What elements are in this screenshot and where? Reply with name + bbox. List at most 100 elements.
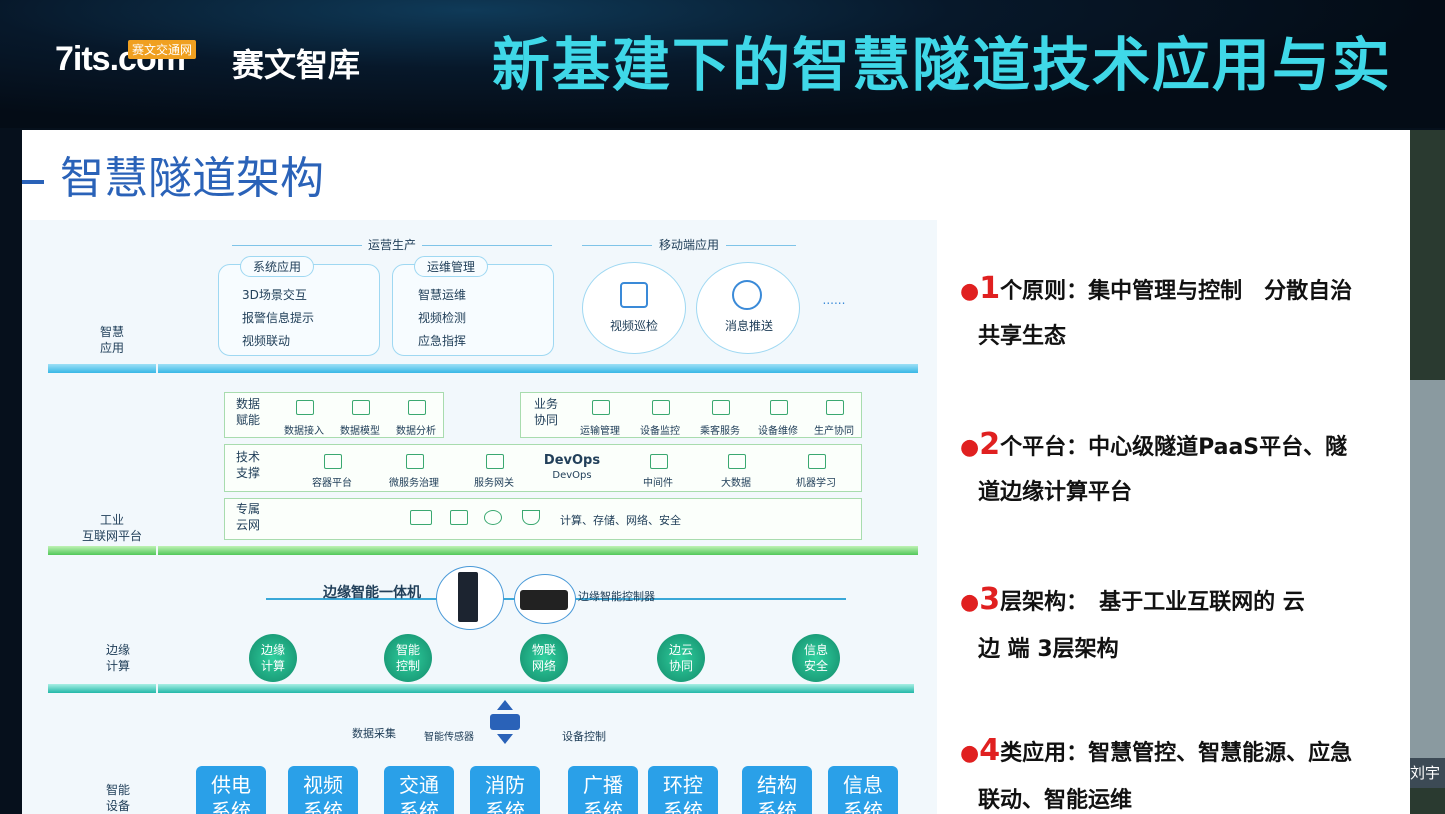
wrench-icon: [770, 400, 788, 415]
controller-icon: [520, 590, 568, 610]
biz-item: 设备维修: [758, 426, 798, 437]
biz-collab-box: [520, 392, 862, 438]
passenger-icon: [712, 400, 730, 415]
edge-capability: 边云 协同: [657, 634, 705, 682]
edge-capability: 信息 安全: [792, 634, 840, 682]
panel-ops-management: [392, 264, 554, 356]
ops-item: 应急指挥: [418, 334, 467, 348]
tech-item: 中间件: [643, 478, 673, 489]
edge-capability: 智能 控制: [384, 634, 432, 682]
tech-item: 大数据: [721, 478, 751, 489]
sensor-icon: [490, 700, 520, 744]
container-icon: [324, 454, 342, 469]
title-accent-bar: [22, 180, 44, 184]
data-collect-label: 数据采集: [352, 727, 396, 740]
device-system: 供电 系统: [196, 766, 266, 814]
cloud-network-box: [224, 498, 862, 540]
speaker-name: 刘宇: [1410, 758, 1445, 788]
layer-label-device: 智能 设备: [105, 783, 130, 813]
device-system: 广播 系统: [568, 766, 638, 814]
section-label-operations: 运营生产: [367, 238, 416, 252]
layer-band-edge: [158, 684, 914, 693]
sys-item: 3D场景交互: [242, 288, 307, 302]
video-header-bar: 7its.com 赛文交通网 赛文智库 新基建下的智慧隧道技术应用与实: [0, 0, 1445, 128]
sys-item: 视频联动: [242, 334, 291, 348]
cloud-network-label: 专属 云网: [235, 502, 260, 532]
device-system: 交通 系统: [384, 766, 454, 814]
data-item: 数据分析: [396, 426, 436, 437]
section-label-mobile: 移动端应用: [658, 238, 719, 252]
gateway-icon: [486, 454, 504, 469]
layer-band-platform: [158, 546, 918, 555]
layer-band-platform-left: [48, 546, 156, 555]
biz-item: 乘客服务: [700, 426, 740, 437]
panel-title-system-apps: 系统应用: [240, 256, 315, 277]
tech-item: 服务网关: [474, 478, 514, 489]
device-control-label: 设备控制: [562, 730, 606, 743]
tech-item: 容器平台: [312, 478, 352, 489]
biz-item: 生产协同: [814, 426, 854, 437]
banner-title: 新基建下的智慧隧道技术应用与实: [492, 31, 1393, 99]
layer-label-edge: 边缘 计算: [105, 643, 130, 673]
compute-icon: [410, 510, 432, 525]
biz-item: 运输管理: [580, 426, 620, 437]
logo-brand-name: 赛文智库: [232, 46, 361, 84]
monitor-icon: [652, 400, 670, 415]
ops-item: 视频检测: [418, 311, 467, 325]
model-icon: [352, 400, 370, 415]
ops-item: 智慧运维: [418, 288, 467, 302]
panel-system-apps: [218, 264, 380, 356]
device-system: 结构 系统: [742, 766, 812, 814]
layer-label-platform: 工业 互联网平台: [81, 513, 142, 543]
upload-icon: [296, 400, 314, 415]
key-point-3: ●3层架构： 基于工业互联网的 云: [960, 582, 1305, 617]
mobile-video-label: 视频巡检: [609, 319, 658, 333]
biz-collab-label: 业务 协同: [533, 397, 558, 427]
layer-label-smart-app: 智慧 应用: [99, 325, 124, 355]
analysis-icon: [408, 400, 426, 415]
key-point-2-cont: 道边缘计算平台: [978, 480, 1133, 505]
slide-title: 智慧隧道架构: [60, 153, 324, 204]
message-icon: [732, 280, 762, 310]
network-icon: [484, 510, 502, 525]
bigdata-icon: [728, 454, 746, 469]
tech-item: 微服务治理: [389, 478, 439, 489]
ml-icon: [808, 454, 826, 469]
logo-badge: 赛文交通网: [128, 40, 197, 59]
cloud-text: 计算、存储、网络、安全: [560, 514, 681, 527]
mobile-video-circle: [582, 262, 686, 354]
presentation-slide: 智慧隧道架构 运营生产 移动端应用 系统应用 3D场景交互 报警信息提示 视频联…: [22, 130, 1410, 814]
edge-capability: 物联 网络: [520, 634, 568, 682]
middleware-icon: [650, 454, 668, 469]
truck-icon: [592, 400, 610, 415]
data-item: 数据模型: [340, 426, 380, 437]
panel-title-ops: 运维管理: [414, 256, 489, 277]
device-system: 消防 系统: [470, 766, 540, 814]
key-point-1: ●1个原则：集中管理与控制 分散自治: [960, 271, 1353, 306]
edge-box-label: 边缘智能一体机: [323, 585, 421, 601]
video-icon: [620, 282, 648, 308]
data-enable-label: 数据 赋能: [235, 397, 260, 427]
data-enable-box: [224, 392, 444, 438]
devops-title: DevOps: [543, 453, 601, 468]
key-point-2: ●2个平台：中心级隧道PaaS平台、隧: [960, 427, 1348, 462]
edge-controller-label: 边缘智能控制器: [578, 590, 655, 603]
key-point-3-cont: 边 端 3层架构: [978, 637, 1119, 662]
layer-band-app-left: [48, 364, 156, 373]
device-system: 视频 系统: [288, 766, 358, 814]
edge-capability: 边缘 计算: [249, 634, 297, 682]
layer-band-app: [158, 364, 918, 373]
mobile-msg-label: 消息推送: [724, 319, 773, 333]
layer-band-edge-left: [48, 684, 156, 693]
biz-item: 设备监控: [640, 426, 680, 437]
microservice-icon: [406, 454, 424, 469]
collab-icon: [826, 400, 844, 415]
architecture-diagram: 运营生产 移动端应用 系统应用 3D场景交互 报警信息提示 视频联动 运维管理 …: [22, 220, 937, 814]
device-system: 信息 系统: [828, 766, 898, 814]
security-icon: [522, 510, 540, 525]
tech-item: DevOps: [552, 470, 592, 481]
server-icon: [458, 572, 478, 622]
more-indicator: ......: [822, 293, 846, 307]
speaker-video-strip: 刘宇: [1410, 130, 1445, 814]
sensor-label: 智能传感器: [424, 732, 474, 743]
